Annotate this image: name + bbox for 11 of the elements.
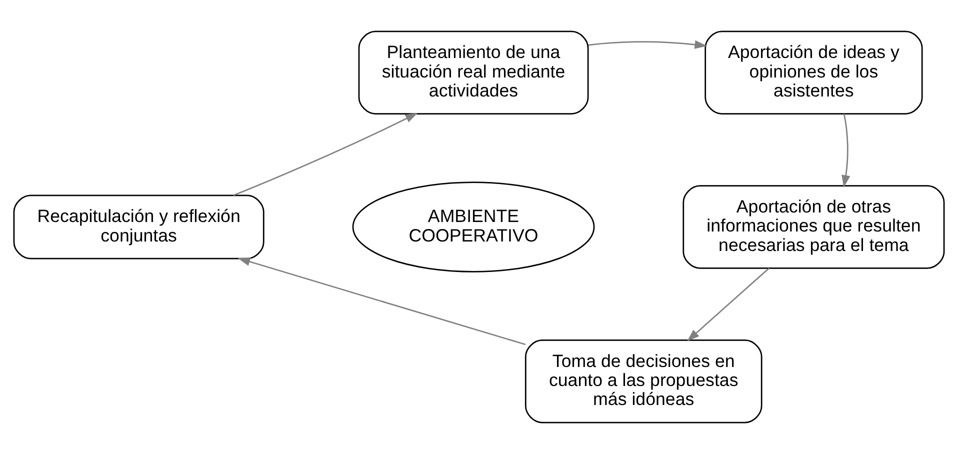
arrow (687, 268, 770, 342)
arrow (588, 40, 708, 49)
node-box: Toma de decisiones en cuanto a las propuestas más idóneas (524, 340, 762, 424)
arrow (238, 258, 526, 346)
node-box: Planteamiento de una situación real mediante actividades (358, 30, 589, 114)
node-box: Aportación de otras informaciones que resulten necesarias para el tema (682, 185, 945, 269)
node-box: Recapitulación y reflexión conjuntas (13, 194, 264, 260)
node-ellipse: AMBIENTE COOPERATIVO (352, 182, 595, 272)
node-box: Aportación de ideas y opiniones de los asistentes (704, 30, 923, 114)
arrow (233, 112, 418, 196)
arrow (842, 114, 850, 188)
